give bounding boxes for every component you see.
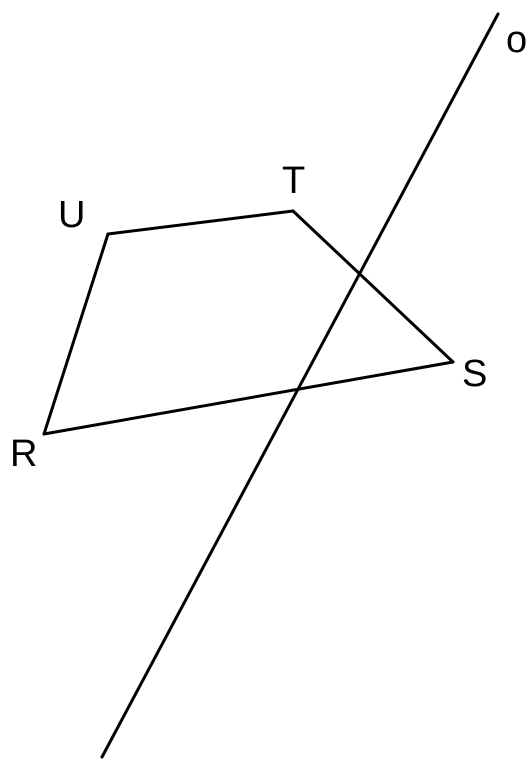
line-o (100, 12, 500, 759)
edge-t-s (291, 209, 455, 364)
vertex-label-u: U (58, 194, 85, 236)
edge-s-r (42, 360, 455, 436)
vertex-label-r: R (10, 433, 37, 475)
vertex-label-t: T (282, 160, 305, 202)
line-label-o: o (506, 19, 527, 61)
edge-u-t (106, 209, 295, 236)
vertex-label-s: S (462, 353, 487, 395)
edge-r-u (42, 232, 110, 436)
